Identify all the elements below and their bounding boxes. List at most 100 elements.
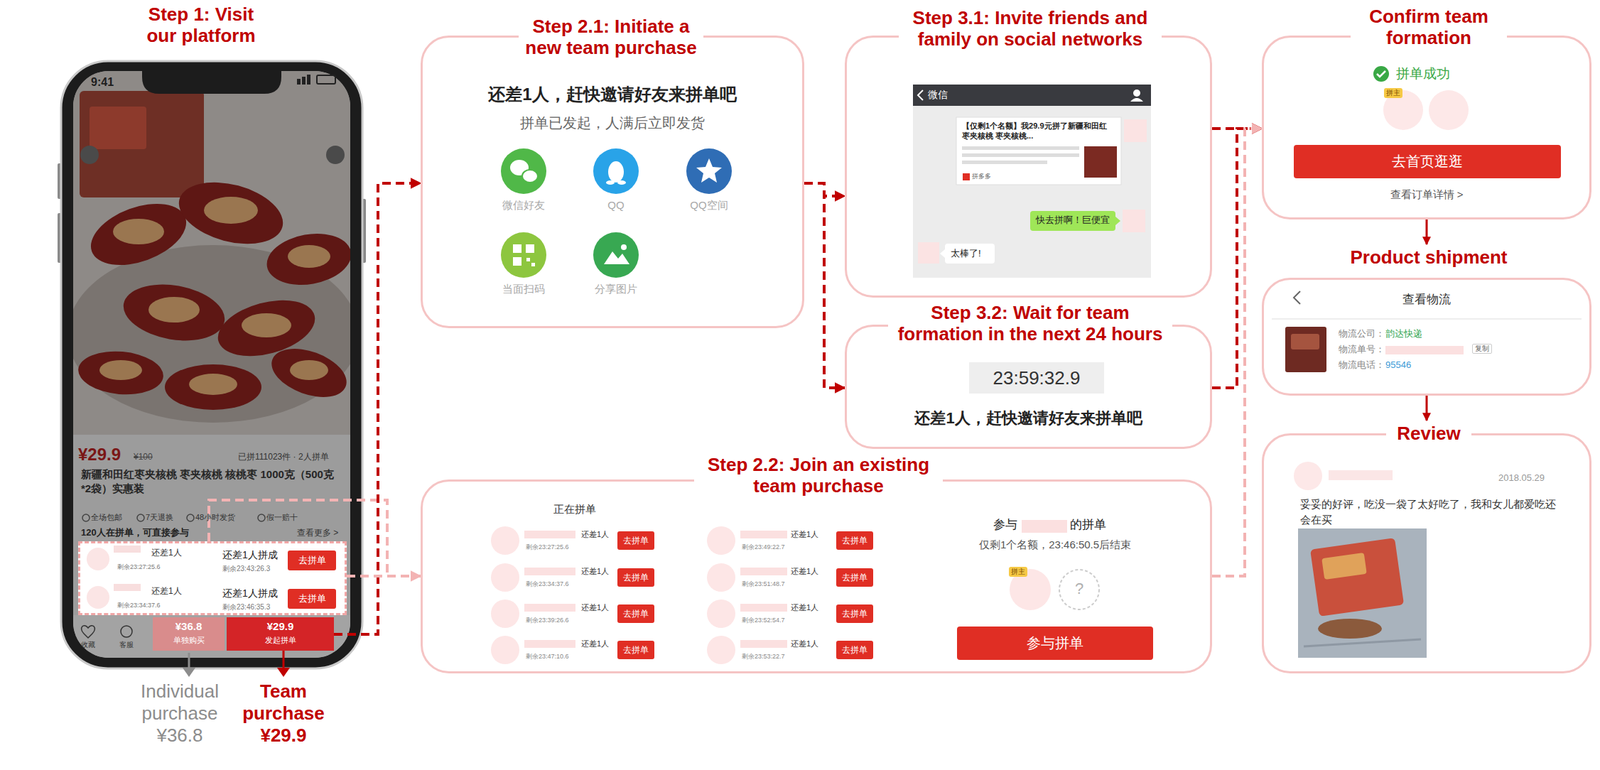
join-button: 去拼单 xyxy=(617,640,655,660)
phone-illustration-part xyxy=(113,584,141,592)
label-text: 48小时发货 xyxy=(195,512,236,523)
action-button: 参与拼单 xyxy=(957,626,1154,661)
step-panel: Product shipment查看物流 xyxy=(1261,277,1592,396)
phone-illustration-part-part xyxy=(82,514,90,522)
phone-illustration-part xyxy=(142,71,282,94)
team-buy-button: ¥29.9发起拼单 xyxy=(226,617,334,651)
result-screens-part xyxy=(1373,66,1389,82)
team-list-part-part xyxy=(490,563,520,592)
icon-label: QQ空间 xyxy=(666,198,752,212)
phone-illustration-part xyxy=(86,547,110,571)
phone-illustration-part xyxy=(188,652,191,670)
chat-card-text: 【仅剩1个名额】我29.9元拼了新疆和田红枣夹核桃 枣夹核桃... xyxy=(961,120,1108,142)
icon-label: QQ xyxy=(573,198,659,212)
node-text: ¥36.8 xyxy=(152,620,225,634)
share-icons xyxy=(500,148,732,278)
join-button: 去拼单 xyxy=(836,640,874,660)
label-text: 还差1人 xyxy=(790,639,819,649)
share-icons-part xyxy=(686,148,732,194)
phone-illustration-part-part-part xyxy=(203,196,258,224)
team-list-part-part xyxy=(706,563,736,592)
phone-illustration-part-part-part xyxy=(164,364,262,410)
node-text: 拼单成功 xyxy=(1396,66,1451,83)
team-list-part-part xyxy=(740,603,788,612)
team-list-part-part xyxy=(490,635,520,665)
label-text: 已拼111023件 · 2人拼单 xyxy=(238,451,329,462)
phone-illustration-part-part xyxy=(76,171,351,410)
result-screens-part xyxy=(1298,528,1427,658)
team-list-part-part xyxy=(524,603,576,612)
label-text: 剩余23:34:37.6 xyxy=(525,580,570,589)
leader-badge: 拼主 xyxy=(1008,566,1028,577)
phone-illustration-part-part xyxy=(73,615,351,658)
team-list-part-part xyxy=(1021,520,1068,533)
result-screens-part xyxy=(1310,537,1404,617)
join-button: 去拼单 xyxy=(836,604,874,624)
phone-illustration-part-part xyxy=(326,145,345,165)
label-text: 物流单号： xyxy=(1338,343,1385,356)
label-text: 还差1人 xyxy=(790,603,819,613)
phone-illustration-part xyxy=(301,76,306,85)
label-text: 还差1人 xyxy=(581,566,609,577)
price-caption: Team purchase ¥29.9 xyxy=(236,680,331,748)
highlight-box: 还差1人剩余23:27:25.6还差1人拼成剩余23:43:26.3去拼单还差1… xyxy=(78,541,347,616)
label-text: 剩余23:52:54.7 xyxy=(741,616,786,625)
node-text: 剩余23:43:26.3 xyxy=(222,564,270,574)
action-button: 去首页逛逛 xyxy=(1293,144,1561,179)
label-text: 拼多多 xyxy=(971,172,992,181)
phone-illustration-part-part-part xyxy=(262,227,351,292)
phone-illustration-part xyxy=(81,625,96,639)
label-text: 微信 xyxy=(927,88,948,101)
share-icons-part xyxy=(608,161,624,183)
result-screens-part xyxy=(1428,90,1469,131)
team-list-part-part xyxy=(706,526,736,555)
chat-screenshot xyxy=(912,84,1151,278)
result-screens-part xyxy=(1303,639,1421,647)
team-list-part-part xyxy=(524,530,576,539)
chat-screenshot-part xyxy=(1130,98,1144,102)
join-button: 去拼单 xyxy=(617,531,655,550)
chat-screenshot-part xyxy=(1030,211,1116,231)
step-panel: 去首页逛逛Confirm team formation拼单成功查看订单详情 > xyxy=(1261,35,1592,220)
icon-label: 分享图片 xyxy=(573,282,659,296)
label-text: 还差1人 xyxy=(581,530,609,540)
phone-illustration-part-part-part xyxy=(289,360,329,381)
chat-screenshot-part xyxy=(1133,89,1141,97)
share-icons-part xyxy=(603,251,630,265)
node-text: 去首页逛逛 xyxy=(1293,144,1561,179)
phone-illustration-part-part xyxy=(89,106,147,150)
join-button: 去拼单 xyxy=(617,604,655,624)
label-text: 的拼单 xyxy=(1069,517,1107,533)
chat-screenshot-part xyxy=(961,153,1080,158)
chat-screenshot-part xyxy=(917,242,940,264)
chat-screenshot-part xyxy=(1115,216,1121,226)
share-icons-part xyxy=(593,148,639,194)
label-text: 收藏 xyxy=(80,640,96,650)
step-heading: Step 2.1: Initiate a new team purchase xyxy=(518,16,704,59)
label-text: 新疆和田红枣夹核桃 枣夹核桃 核桃枣 1000克（500克*2袋）实惠装 xyxy=(80,467,344,496)
price-caption: Individual purchase ¥36.8 xyxy=(130,680,230,748)
phone-illustration-part xyxy=(277,667,290,678)
share-icons-part xyxy=(525,244,535,253)
label-text: 120人在拼单，可直接参与 xyxy=(80,527,189,539)
icon-label: 微信好友 xyxy=(480,198,567,212)
result-screens-part xyxy=(1290,333,1320,350)
node-text: 妥妥的好评，吃没一袋了太好吃了，我和女儿都爱吃还会在买 xyxy=(1300,496,1564,528)
step-panel: Step 3.1: Invite friends and family on s… xyxy=(844,35,1213,298)
share-icons-part xyxy=(512,257,522,266)
chat-screenshot-part xyxy=(962,173,970,181)
label-text: 还差1人 xyxy=(581,603,609,613)
phone-illustration xyxy=(57,61,388,678)
result-screens-part xyxy=(1271,318,1582,320)
phone-illustration-part-part-part xyxy=(82,191,195,277)
label-text: 剩余23:47:10.6 xyxy=(525,652,570,661)
share-icons-part xyxy=(526,257,531,262)
phone-illustration-part xyxy=(296,78,301,85)
flow-arrow xyxy=(346,574,421,578)
team-list-part xyxy=(490,526,736,665)
label-text: 复制 xyxy=(1472,343,1493,354)
share-icons-part xyxy=(606,180,615,185)
